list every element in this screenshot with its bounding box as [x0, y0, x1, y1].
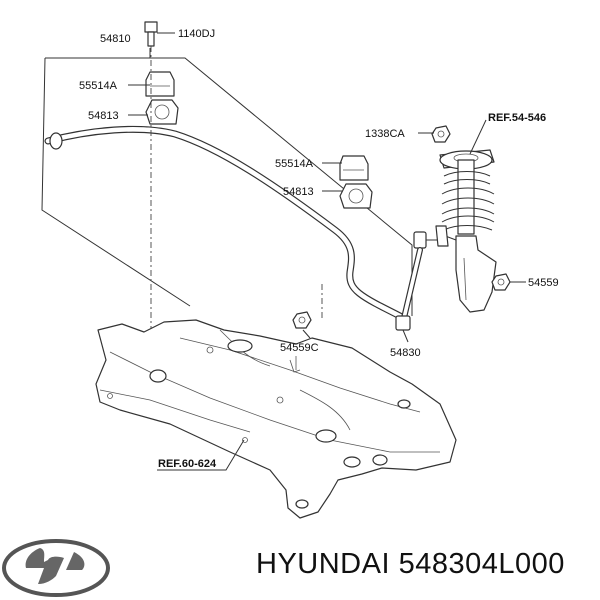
label-54830: 54830 — [390, 347, 421, 359]
label-55514a-top: 55514A — [79, 80, 118, 92]
nut-54559c — [292, 311, 312, 329]
strut-assembly — [435, 149, 497, 313]
label-ref-60-624: REF.60-624 — [158, 458, 217, 470]
label-54813-top: 54813 — [88, 110, 119, 122]
label-54559: 54559 — [528, 277, 559, 289]
brand-part-number-caption: HYUNDAI 548304L000 — [256, 548, 565, 580]
bolt-1140dj — [144, 21, 158, 47]
bushing-bracket-mid — [339, 155, 373, 209]
label-1140dj: 1140DJ — [178, 28, 215, 40]
crossmember — [95, 319, 457, 519]
bushing-bracket-top — [145, 71, 179, 125]
hyundai-logo-icon — [2, 539, 110, 597]
nut-54559 — [491, 273, 511, 291]
label-ref-54-546: REF.54-546 — [488, 112, 546, 124]
label-54813-mid: 54813 — [283, 186, 314, 198]
leader-lines — [128, 32, 526, 471]
label-54559c: 54559C — [280, 342, 319, 354]
nut-1338ca — [431, 125, 451, 143]
stabilizer-link-54830 — [395, 231, 440, 331]
stabilizer-bar-end — [49, 132, 63, 150]
label-54810: 54810 — [100, 33, 131, 45]
label-1338ca: 1338CA — [365, 128, 405, 140]
label-55514a-mid: 55514A — [275, 158, 314, 170]
